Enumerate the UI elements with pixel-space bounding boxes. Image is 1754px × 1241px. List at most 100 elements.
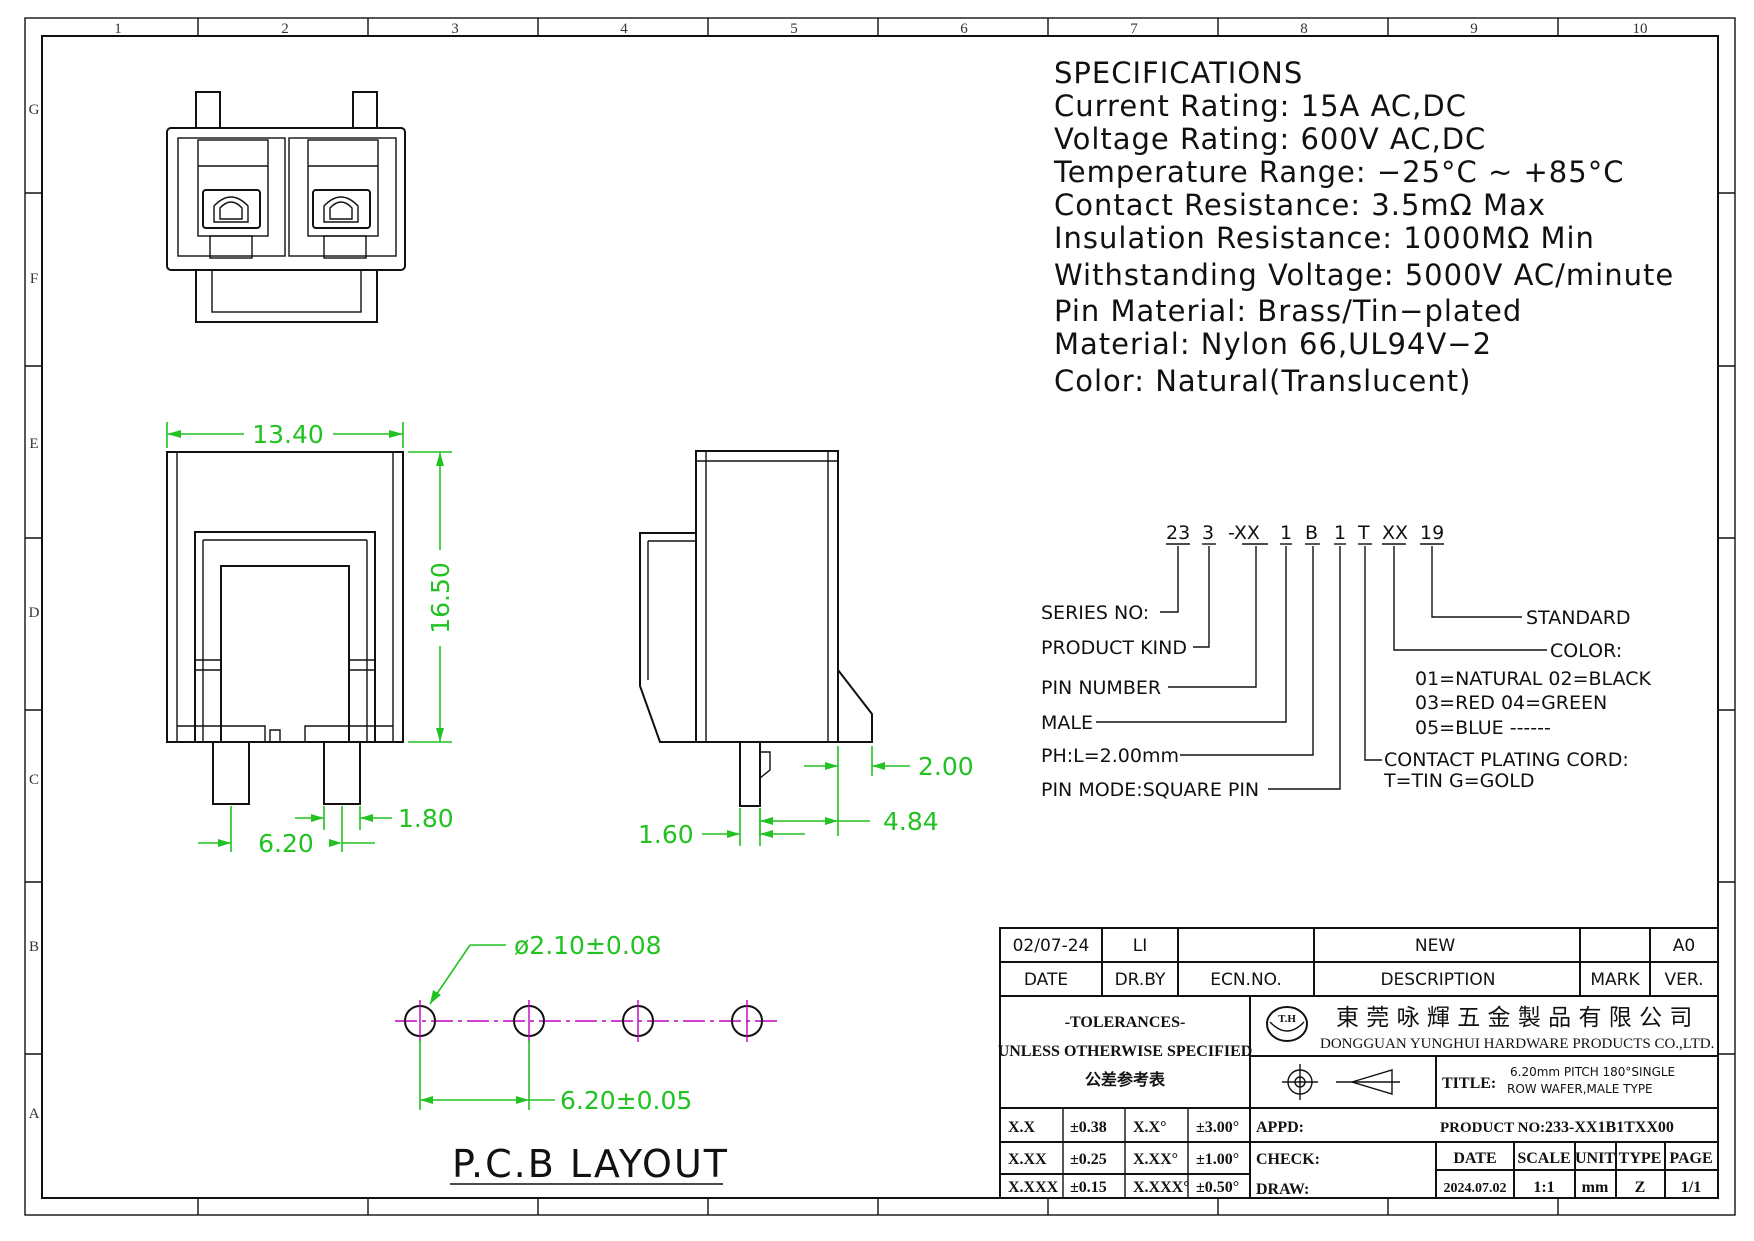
code-segment: T — [1357, 522, 1370, 544]
dim-hole-pitch-value: 6.20±0.05 — [560, 1086, 692, 1115]
header-unit: UNIT — [1575, 1150, 1615, 1167]
col-label: 4 — [620, 21, 628, 37]
row-label: G — [29, 102, 40, 118]
rev-ver: A0 — [1673, 936, 1695, 956]
header-ecn: ECN.NO. — [1210, 970, 1282, 990]
header-type: TYPE — [1619, 1150, 1662, 1167]
row-label: C — [29, 772, 39, 788]
label-color-options: 05=BLUE ------ — [1415, 717, 1551, 739]
title-block: 02/07-24 LI NEW A0 DATE DR.BY ECN.NO. DE… — [998, 927, 1719, 1199]
label-kind: PRODUCT KIND — [1041, 637, 1187, 659]
header-scale: SCALE — [1517, 1150, 1570, 1167]
grid-row-labels: G F E D C B A — [29, 102, 40, 1122]
pcb-layout — [395, 1000, 780, 1042]
col-label: 6 — [960, 21, 968, 37]
label-color-options: 03=RED 04=GREEN — [1415, 692, 1607, 714]
header-ver: VER. — [1665, 970, 1704, 990]
label-male: MALE — [1041, 712, 1093, 734]
row-label: A — [29, 1106, 40, 1122]
dim-height: 16.50 — [408, 451, 455, 743]
tol-row: ±0.38 — [1070, 1119, 1107, 1136]
code-segment: 19 — [1420, 522, 1444, 544]
label-color-options: 01=NATURAL 02=BLACK — [1415, 668, 1651, 690]
rev-desc: NEW — [1415, 936, 1455, 956]
col-label: 5 — [790, 21, 798, 37]
dim-height-value: 16.50 — [426, 562, 455, 634]
dim-hole-value: ø2.10±0.08 — [514, 931, 662, 960]
dim-hole-pitch: 6.20±0.05 — [419, 1040, 692, 1115]
label-color: COLOR: — [1550, 640, 1622, 662]
draw-label: DRAW: — [1256, 1181, 1309, 1198]
check-label: CHECK: — [1256, 1151, 1320, 1168]
spec-line: Pin Material: Brass/Tin−plated — [1054, 294, 1522, 328]
col-label: 2 — [281, 21, 289, 37]
grid-column-labels: 1 2 3 4 5 6 7 8 9 10 — [114, 21, 1647, 37]
dim-side-pin-thickness: 1.60 — [638, 808, 805, 849]
tol-row: ±3.00° — [1196, 1119, 1239, 1136]
scale-value: 1:1 — [1533, 1179, 1554, 1196]
code-segment: XX — [1382, 522, 1408, 544]
unit-value: mm — [1582, 1179, 1609, 1196]
dim-side-offset-value: 4.84 — [883, 807, 939, 836]
part-code: 23 3 -XX 1 B 1 T XX 19 SERIES NO: PRODUC… — [1041, 522, 1651, 801]
col-label: 10 — [1633, 21, 1648, 37]
company-logo: T.H — [1266, 1006, 1308, 1042]
spec-line: Voltage Rating: 600V AC,DC — [1054, 122, 1486, 156]
header-date: DATE — [1024, 970, 1068, 990]
company-name-en: DONGGUAN YUNGHUI HARDWARE PRODUCTS CO.,L… — [1320, 1036, 1714, 1052]
pcb-layout-title: P.C.B LAYOUT — [452, 1142, 729, 1186]
appd-label: APPD: — [1256, 1119, 1304, 1136]
specifications: SPECIFICATIONS Current Rating: 15A AC,DC… — [1053, 56, 1673, 398]
dim-pin-width: 1.80 — [295, 804, 454, 833]
rev-date: 02/07-24 — [1013, 936, 1090, 956]
code-segment: 23 — [1166, 522, 1190, 544]
tol-row: X.X — [1008, 1119, 1036, 1136]
row-label: F — [30, 271, 38, 287]
tol-row: ±0.15 — [1070, 1179, 1107, 1196]
dim-width: 13.40 — [166, 420, 404, 449]
page-value: 1/1 — [1681, 1179, 1701, 1196]
label-series: SERIES NO: — [1041, 602, 1149, 624]
grid-ticks — [25, 18, 1735, 1215]
dim-side-pin-thickness-value: 1.60 — [638, 820, 694, 849]
dim-hole: ø2.10±0.08 — [429, 931, 662, 1005]
col-label: 1 — [114, 21, 122, 37]
code-segment: -XX — [1228, 522, 1260, 544]
tolerances-cn: 公差参考表 — [1085, 1070, 1166, 1089]
inner-frame — [41, 35, 1719, 1199]
label-plating-options: T=TIN G=GOLD — [1383, 770, 1535, 792]
type-value: Z — [1635, 1179, 1646, 1196]
title-label: TITLE: — [1442, 1075, 1496, 1092]
row-label: E — [29, 436, 38, 452]
spec-line: Contact Resistance: 3.5mΩ Max — [1054, 188, 1546, 222]
label-standard: STANDARD — [1526, 607, 1631, 629]
spec-heading: SPECIFICATIONS — [1054, 56, 1303, 90]
tol-row: X.XXX° — [1133, 1179, 1190, 1196]
rev-by: LI — [1133, 936, 1148, 956]
date-value: 2024.07.02 — [1444, 1181, 1507, 1196]
code-segment: 3 — [1202, 522, 1214, 544]
label-pin-mode: PIN MODE:SQUARE PIN — [1041, 779, 1259, 801]
header-description: DESCRIPTION — [1380, 970, 1495, 990]
top-view — [166, 91, 406, 323]
projection-symbol-icon — [1282, 1064, 1400, 1100]
dim-width-value: 13.40 — [252, 420, 324, 449]
dim-side-offset: 4.84 — [759, 776, 939, 836]
tol-row: X.XX° — [1133, 1151, 1178, 1168]
label-plating: CONTACT PLATING CORD: — [1384, 749, 1629, 771]
tol-row: X.X° — [1133, 1119, 1167, 1136]
logo-text: T.H — [1278, 1013, 1296, 1025]
dim-side-pin: 2.00 — [804, 746, 974, 781]
tol-row: ±0.50° — [1196, 1179, 1239, 1196]
code-segment: B — [1305, 522, 1318, 544]
code-segment: 1 — [1280, 522, 1292, 544]
col-label: 3 — [451, 21, 459, 37]
col-label: 9 — [1470, 21, 1478, 37]
company-name-cn: 東 莞 咏 輝 五 金 製 品 有 限 公 司 — [1336, 1005, 1692, 1031]
header-drby: DR.BY — [1115, 970, 1166, 990]
tol-row: X.XX — [1008, 1151, 1047, 1168]
spec-line: Current Rating: 15A AC,DC — [1054, 89, 1467, 123]
label-ph: PH:L=2.00mm — [1041, 745, 1179, 767]
row-label: D — [29, 605, 40, 621]
